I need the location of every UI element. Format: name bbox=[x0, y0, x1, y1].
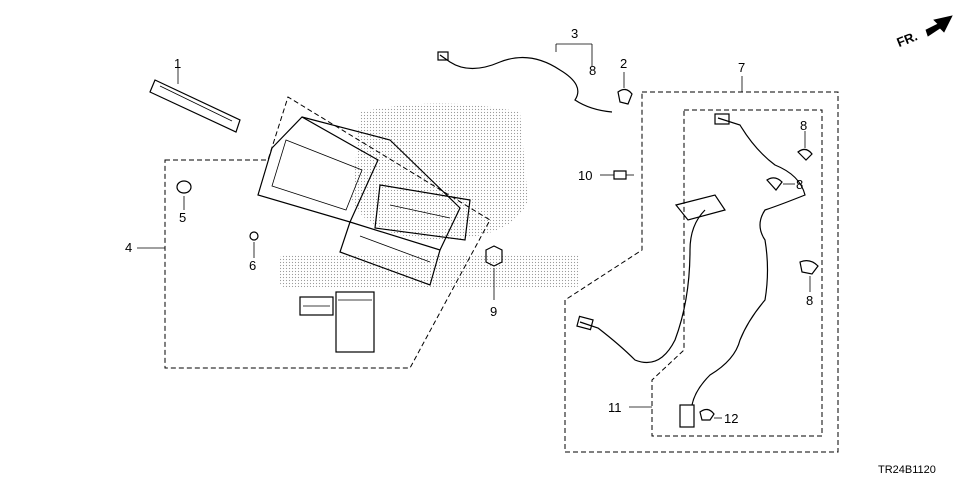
callout-6: 6 bbox=[249, 258, 256, 273]
callout-11: 11 bbox=[608, 400, 622, 415]
callout-7: 7 bbox=[738, 60, 745, 75]
part-5-knob bbox=[176, 180, 192, 210]
part-7-harness bbox=[679, 76, 819, 428]
part-1-trim bbox=[149, 68, 241, 133]
label-cards bbox=[299, 291, 375, 353]
part-3-cable bbox=[437, 43, 613, 113]
honda-logo-watermark bbox=[280, 103, 580, 287]
callout-5: 5 bbox=[179, 210, 186, 225]
callout-8-cable: 8 bbox=[589, 63, 596, 78]
part-2-clip bbox=[617, 72, 633, 105]
callout-9: 9 bbox=[490, 304, 497, 319]
group-7-boundary bbox=[564, 91, 839, 453]
direction-label: FR. bbox=[894, 28, 919, 50]
part-6-knob bbox=[249, 231, 259, 258]
arrow-right-icon bbox=[925, 15, 953, 37]
callout-8-lower: 8 bbox=[806, 293, 813, 308]
callout-4: 4 bbox=[125, 240, 132, 255]
callout-10: 10 bbox=[578, 168, 592, 183]
part-10-screw bbox=[600, 170, 634, 180]
group-7-inner-boundary bbox=[651, 109, 823, 437]
part-11-harness bbox=[576, 194, 726, 364]
callout-12: 12 bbox=[724, 411, 738, 426]
callout-1: 1 bbox=[174, 56, 181, 71]
callout-3: 3 bbox=[571, 26, 578, 41]
drawing-code: TR24B1120 bbox=[878, 464, 936, 476]
callout-8-upper: 8 bbox=[800, 118, 807, 133]
group-4-boundary bbox=[164, 96, 491, 369]
callout-8-middle: 8 bbox=[796, 177, 803, 192]
part-9-screw bbox=[485, 245, 503, 300]
navigation-display-unit bbox=[257, 116, 471, 286]
callout-2: 2 bbox=[620, 56, 627, 71]
